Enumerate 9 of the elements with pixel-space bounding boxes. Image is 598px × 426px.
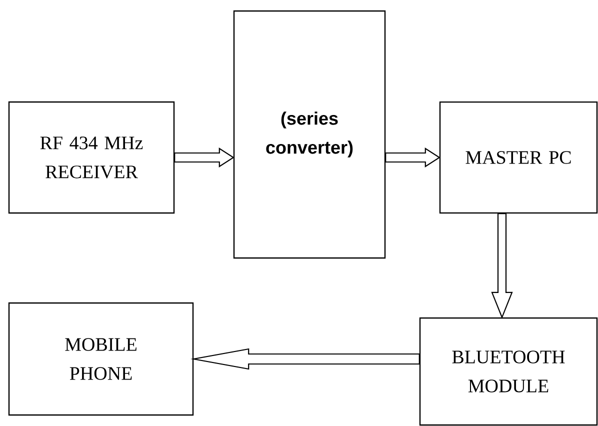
arrow — [190, 348, 420, 370]
process-box: MASTER PC — [439, 101, 598, 214]
process-box: BLUETOOTH MODULE — [419, 317, 598, 426]
arrow — [491, 213, 513, 319]
arrow — [385, 148, 440, 168]
arrow — [174, 148, 234, 168]
process-box: (series converter) — [233, 10, 386, 259]
process-box: MOBILE PHONE — [8, 302, 194, 416]
process-box: RF 434 MHz RECEIVER — [8, 101, 175, 214]
